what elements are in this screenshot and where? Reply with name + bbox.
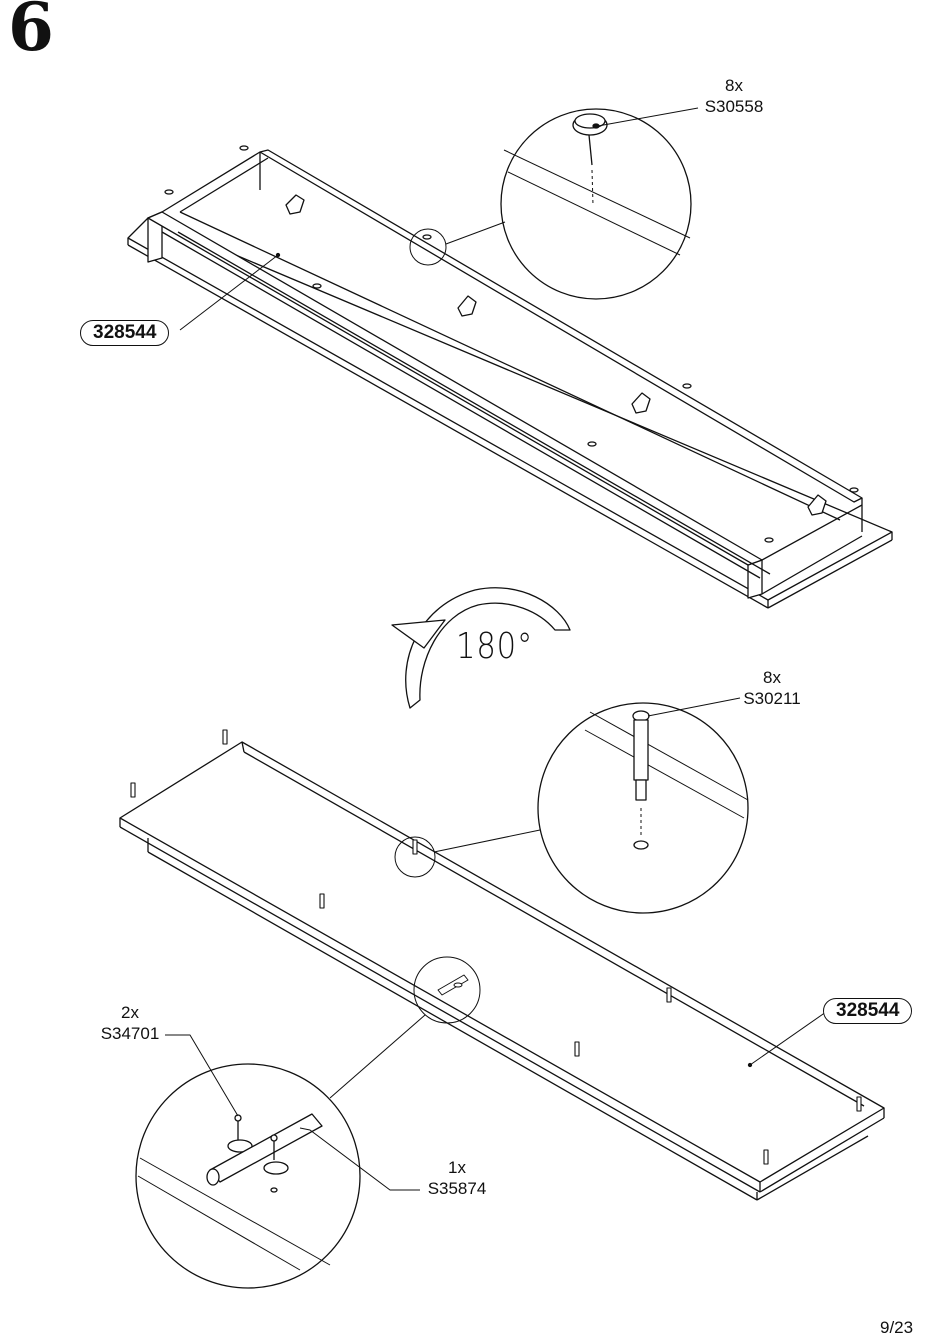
detail-circle-connector <box>135 1063 361 1289</box>
dowel-callout: 8x S30211 <box>736 667 808 709</box>
part-number-badge-bottom: 328544 <box>823 998 913 1024</box>
screw-callout: 2x S34701 <box>94 1002 166 1044</box>
detail-circle-top <box>500 108 692 300</box>
top-frame-assembly <box>127 107 893 609</box>
hardware-code: S30558 <box>704 97 764 116</box>
dowel-icon <box>632 710 650 850</box>
part-number-badge-top: 328544 <box>80 320 170 346</box>
dowel-code: S30211 <box>743 689 801 708</box>
page-number: 9/23 <box>880 1318 914 1337</box>
connector-icon <box>206 1113 323 1193</box>
rotation-label: 180° <box>456 626 534 667</box>
board-top <box>119 741 885 1183</box>
connector-callout: 1x S35874 <box>421 1157 493 1199</box>
cam-pin-icon <box>572 113 608 206</box>
dowel-quantity: 8x <box>763 668 781 687</box>
base-board <box>127 217 893 601</box>
bottom-board-assembly <box>119 697 885 1289</box>
hardware-quantity: 8x <box>725 76 743 95</box>
rotation-arrow-icon <box>391 587 571 709</box>
screw-code: S34701 <box>100 1024 160 1043</box>
connector-quantity: 1x <box>448 1158 466 1177</box>
detail-circle-dowel <box>537 702 749 914</box>
screw-quantity: 2x <box>121 1003 139 1022</box>
hardware-callout-top: 8x S30558 <box>698 75 770 117</box>
connector-code: S35874 <box>427 1179 487 1198</box>
step-number: 6 <box>8 0 54 66</box>
